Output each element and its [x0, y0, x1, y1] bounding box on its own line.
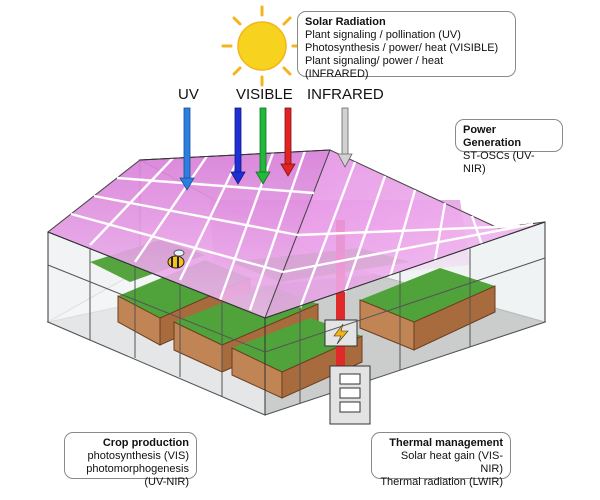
- solar-radiation-box: Solar Radiation Plant signaling / pollin…: [297, 11, 516, 80]
- solar-line-visible: Photosynthesis / power/ heat (VISIBLE): [305, 42, 499, 54]
- uv-label: UV: [178, 86, 199, 103]
- sun-icon: [221, 5, 303, 87]
- thermal-line-radiation: Thermal radiation (LWIR): [380, 476, 503, 488]
- power-generation-line: ST-OSCs (UV-NIR): [463, 150, 535, 175]
- thermal-management-title: Thermal management: [389, 437, 503, 449]
- infrared-arrow: [337, 107, 353, 168]
- thermal-line-heat-gain: Solar heat gain (VIS-NIR): [400, 450, 503, 475]
- solar-line-uv: Plant signaling / pollination (UV): [305, 29, 461, 41]
- visible-red-arrow: [280, 107, 296, 177]
- visible-green-arrow: [255, 107, 271, 185]
- crop-line-photosynthesis: photosynthesis (VIS): [87, 450, 190, 462]
- uv-arrow: [179, 107, 195, 191]
- crop-production-title: Crop production: [102, 437, 189, 449]
- power-line: [336, 220, 345, 366]
- crop-line-photomorphogenesis: photomorphogenesis (UV-NIR): [86, 463, 189, 488]
- visible-label: VISIBLE: [236, 86, 293, 103]
- front-wall-frame: [47, 248, 546, 403]
- visible-blue-arrow: [230, 107, 246, 185]
- solar-radiation-title: Solar Radiation: [305, 16, 386, 28]
- bee-icon: [167, 249, 185, 269]
- crop-production-box: Crop production photosynthesis (VIS) pho…: [64, 432, 197, 488]
- infrared-label: INFRARED: [307, 86, 384, 103]
- electrical-cabinet-icon: [329, 365, 371, 425]
- power-generation-box: Power Generation ST-OSCs (UV-NIR): [455, 119, 563, 175]
- lightning-icon: [324, 319, 358, 347]
- thermal-management-box: Thermal management Solar heat gain (VIS-…: [371, 432, 511, 488]
- power-generation-title: Power Generation: [463, 124, 522, 149]
- solar-line-infrared: Plant signaling/ power / heat (INFRARED): [305, 55, 444, 80]
